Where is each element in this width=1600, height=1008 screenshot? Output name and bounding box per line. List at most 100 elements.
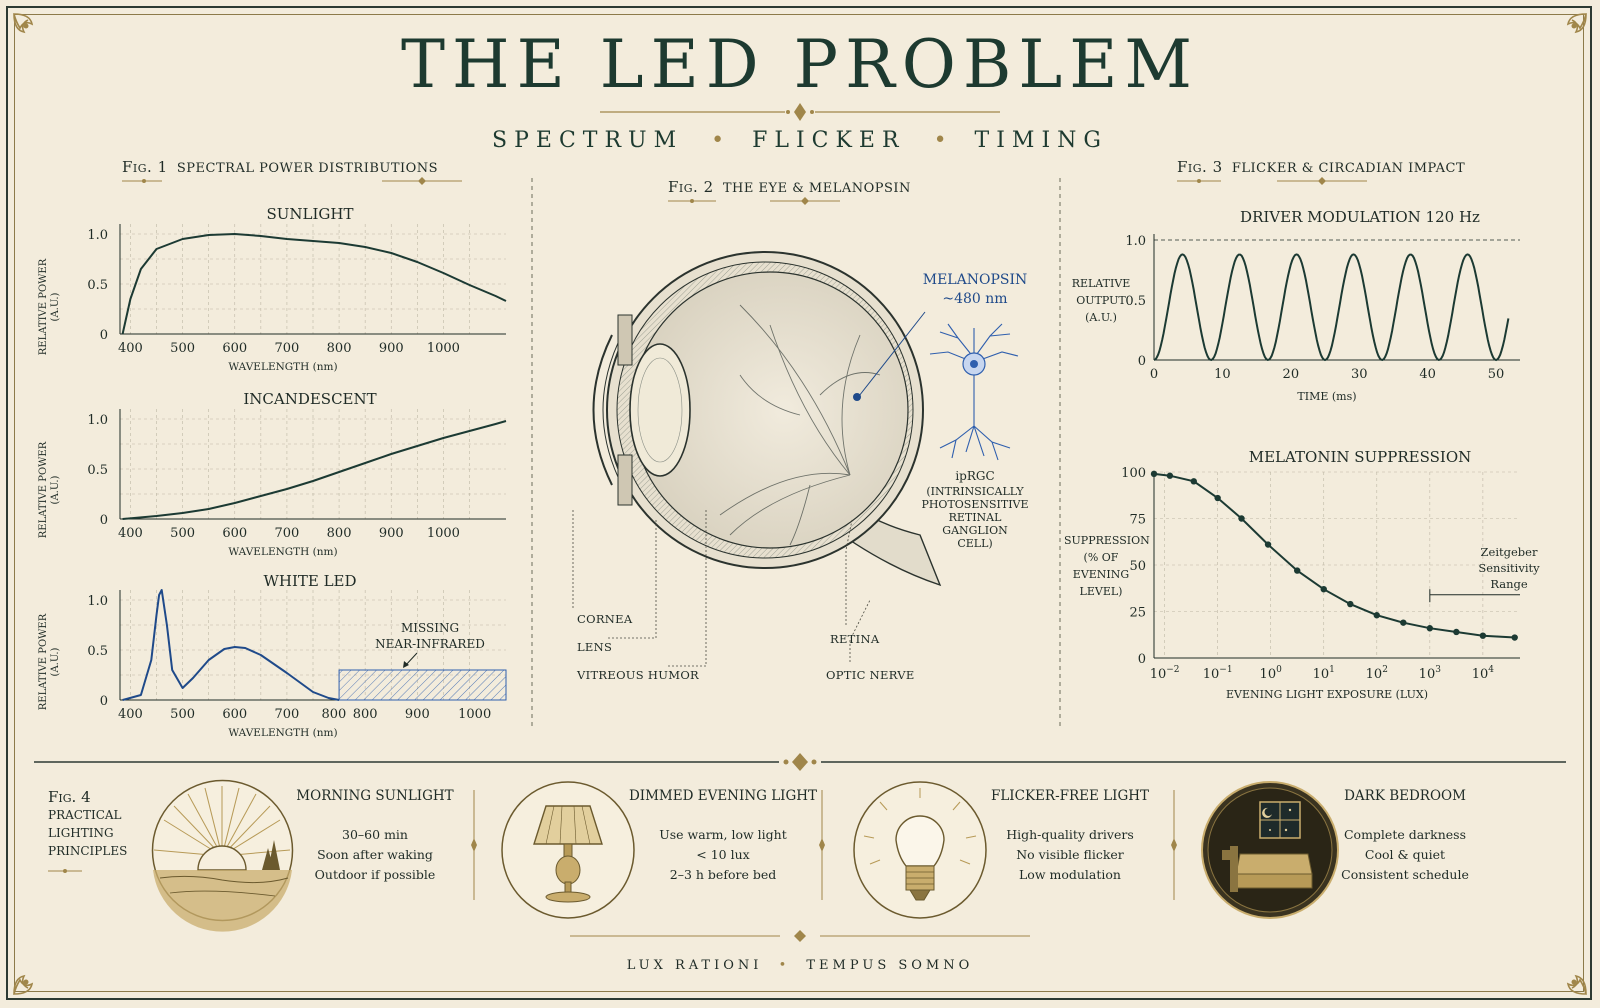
corner-ornament-icon: [1566, 974, 1588, 995]
x-tick-label: 104: [1472, 665, 1495, 682]
melanopsin-label: MELANOPSIN: [922, 272, 1028, 288]
data-point: [1373, 612, 1380, 619]
label-retina: RETINA: [830, 632, 880, 646]
y-tick-label: 25: [1129, 606, 1146, 621]
series-line: [122, 420, 507, 520]
label-vitreous: VITREOUS HUMOR: [577, 668, 700, 682]
x-tick-label: 30: [1351, 367, 1368, 382]
ylabel-line: RELATIVE: [1071, 277, 1131, 290]
chart-title-modulation: DRIVER MODULATION 120 Hz: [1240, 208, 1480, 226]
sunrise-icon: [151, 779, 294, 932]
card-line: Outdoor if possible: [314, 867, 436, 882]
x-tick-label: 800: [321, 707, 346, 722]
x-tick-label: 1000: [427, 341, 460, 356]
x-tick-label: 500: [170, 707, 195, 722]
iprgc-label: ipRGC (INTRINSICALLY PHOTOSENSITIVE RETI…: [920, 470, 1030, 551]
column-divider: [531, 178, 533, 728]
chart-title-white-led: WHITE LED: [263, 572, 357, 590]
data-point: [1166, 472, 1174, 479]
series-line: [122, 589, 340, 701]
ylabel-line: EVENING: [1072, 568, 1130, 581]
fig1-underline-icon: [122, 177, 462, 185]
x-tick-label: 800: [327, 341, 352, 356]
x-tick-label: 101: [1313, 665, 1335, 682]
card-title-dimmed-evening: DIMMED EVENING LIGHT: [628, 788, 818, 804]
data-point: [1347, 600, 1354, 608]
data-point: [1453, 628, 1460, 636]
x-tick-label: 600: [222, 526, 247, 541]
card-line: Soon after waking: [317, 847, 433, 862]
melanopsin-wavelength: ~480 nm: [942, 291, 1008, 307]
x-axis-label: WAVELENGTH (nm): [228, 546, 337, 558]
ylabel-melatonin: SUPPRESSION (% OF EVENING LEVEL): [1064, 532, 1150, 600]
x-tick-label: 900: [405, 707, 430, 722]
fig1-label: Fig. 1: [122, 158, 168, 176]
ylabel-modulation: RELATIVE OUTPUT (A.U.): [1066, 275, 1136, 326]
y-tick-label: 0: [100, 694, 108, 709]
ylabel-line: (A.U.): [50, 292, 61, 322]
series-line: [1153, 253, 1510, 362]
card-line: 2–3 h before bed: [669, 867, 777, 882]
missing-arrow-icon: [403, 652, 418, 668]
iprgc-desc-line: RETINAL GANGLION: [942, 511, 1008, 537]
y-tick-label: 1.0: [87, 413, 108, 428]
ylabel-line: OUTPUT: [1076, 294, 1126, 307]
x-tick-label: 700: [275, 707, 300, 722]
fig2-title: THE EYE & MELANOPSIN: [722, 181, 911, 196]
series-line: [1153, 472, 1515, 639]
zeitgeber-line: Range: [1490, 577, 1528, 591]
motto-part: LUX RATIONI: [626, 958, 763, 973]
ylabel-line: (% OF: [1083, 551, 1119, 564]
series-line: [121, 233, 507, 335]
card-line: 30–60 min: [342, 827, 408, 842]
ylabel-line: (A.U.): [50, 475, 61, 505]
card-line: Complete darkness: [1343, 827, 1466, 842]
data-point: [1264, 541, 1272, 548]
card-line: Consistent schedule: [1341, 867, 1469, 882]
card-line: Low modulation: [1019, 867, 1121, 882]
x-tick-label: 800: [327, 526, 352, 541]
ylabel-line: SUPPRESSION: [1064, 534, 1150, 547]
bedroom-icon: [1201, 781, 1339, 919]
section-divider: [34, 753, 1566, 771]
y-tick-label: 0: [1138, 354, 1146, 369]
card-line: Cool & quiet: [1364, 847, 1446, 862]
x-tick-label: 0: [1150, 367, 1158, 382]
x-tick-label: 500: [170, 341, 195, 356]
x-tick-label: 900: [379, 341, 404, 356]
data-point: [1426, 625, 1434, 632]
y-tick-label: 75: [1129, 513, 1146, 528]
x-tick-label: 10: [1214, 367, 1231, 382]
fig4-caption-line: PRINCIPLES: [48, 844, 128, 858]
outer-frame: [6, 6, 1592, 1000]
lamp-icon: [501, 781, 635, 919]
x-tick-label: 600: [222, 341, 247, 356]
bullet-icon: •: [711, 128, 725, 153]
fig4-label: Fig. 4: [48, 788, 91, 806]
x-tick-label: 102: [1366, 665, 1388, 682]
data-point: [1190, 478, 1197, 485]
x-tick-label: 900: [379, 526, 404, 541]
x-tick-label: 10−2: [1150, 665, 1180, 682]
fig3-title: FLICKER & CIRCADIAN IMPACT: [1231, 161, 1466, 176]
x-tick-label: 40: [1419, 367, 1436, 382]
card-line: No visible flicker: [1016, 847, 1124, 862]
zeitgeber-label: Zeitgeber Sensitivity Range: [1464, 544, 1554, 592]
bullet-icon: •: [778, 958, 791, 973]
fig4-caption: Fig. 4 PRACTICAL LIGHTING PRINCIPLES: [48, 788, 127, 860]
x-tick-label: 600: [222, 707, 247, 722]
missing-nir-region: [338, 669, 507, 701]
card-line: High-quality drivers: [1006, 827, 1134, 842]
y-tick-label: 100: [1121, 466, 1146, 481]
x-tick-label: 400: [118, 341, 143, 356]
zeitgeber-line: Sensitivity: [1478, 561, 1540, 575]
y-tick-label: 0.5: [87, 644, 108, 659]
y-tick-label: 0.5: [87, 278, 108, 293]
x-axis-label: TIME (ms): [1297, 390, 1356, 403]
x-tick-label: 100: [1260, 665, 1283, 682]
fig3-caption: Fig. 3 FLICKER & CIRCADIAN IMPACT: [1177, 158, 1465, 176]
title-divider-icon: [600, 103, 1000, 121]
